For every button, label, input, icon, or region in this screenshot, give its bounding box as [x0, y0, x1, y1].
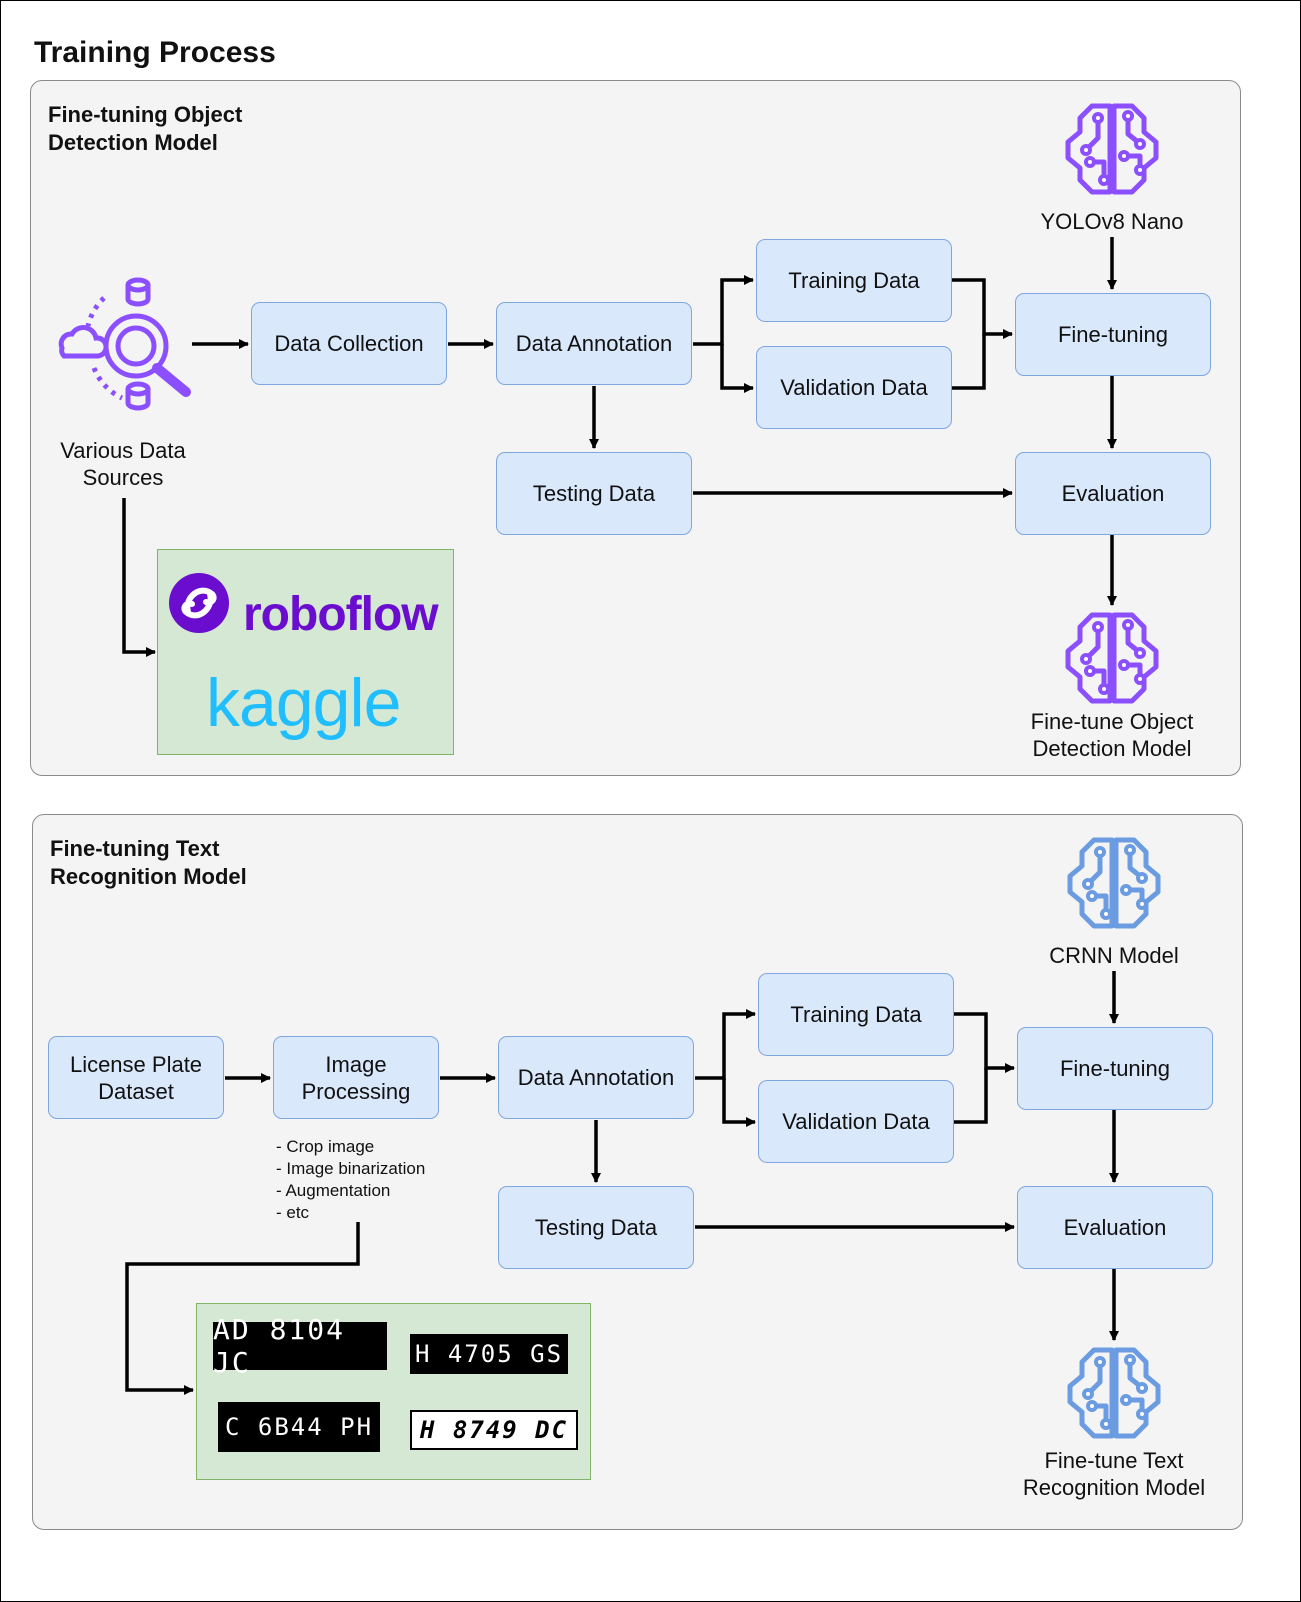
arrow-validation-to-finetuning	[952, 334, 986, 390]
validation-data-box: Validation Data	[756, 346, 952, 429]
diagram-title: Training Process	[34, 36, 276, 69]
arrow-annotation2-to-training	[695, 1009, 756, 1080]
image-processing-notes: - Crop image - Image binarization - Augm…	[276, 1136, 425, 1224]
panel-text-recognition-title: Fine-tuning Text Recognition Model	[50, 836, 247, 889]
testing-data-box: Testing Data	[496, 452, 692, 535]
note-item: - Image binarization	[276, 1159, 426, 1178]
note-item: - etc	[276, 1203, 310, 1222]
image-processing-box: Image Processing	[273, 1036, 439, 1119]
yolov8-brain-icon	[1065, 103, 1159, 195]
arrow-annotation-to-training	[693, 275, 754, 346]
various-data-sources-label: Various Data Sources	[60, 438, 186, 490]
yolov8-nano-label: YOLOv8 Nano	[1040, 209, 1184, 234]
crnn-model-label: CRNN Model	[1049, 943, 1179, 968]
evaluation-box-2: Evaluation	[1017, 1186, 1213, 1269]
note-item: - Augmentation	[276, 1181, 391, 1200]
training-data-box: Training Data	[756, 239, 952, 322]
arrow-validation2-to-finetuning	[954, 1068, 988, 1124]
crnn-brain-icon	[1067, 837, 1161, 929]
plate-sample: AD 8104 JC	[213, 1313, 387, 1379]
arrow-sources-to-logos	[122, 498, 156, 657]
output-text-model-label: Fine-tune Text Recognition Model	[1022, 1448, 1206, 1500]
data-collection-box: Data Collection	[251, 302, 447, 385]
evaluation-box: Evaluation	[1015, 452, 1211, 535]
plate-sample: H 8749 DC	[410, 1410, 578, 1450]
roboflow-logo-icon	[169, 573, 229, 633]
arrow-training-to-finetuning	[952, 278, 1013, 339]
output-object-brain-icon	[1065, 612, 1159, 704]
output-object-model-label: Fine-tune Object Detection Model	[1030, 709, 1194, 761]
data-annotation-box: Data Annotation	[496, 302, 692, 385]
license-plate-dataset-box: License Plate Dataset	[48, 1036, 224, 1119]
fine-tuning-box: Fine-tuning	[1015, 293, 1211, 376]
panel-object-detection-title: Fine-tuning Object Detection Model	[48, 102, 243, 155]
fine-tuning-box-2: Fine-tuning	[1017, 1027, 1213, 1110]
output-text-brain-icon	[1067, 1347, 1161, 1439]
data-sources-icon	[58, 277, 191, 411]
validation-data-box-2: Validation Data	[758, 1080, 954, 1163]
arrow-notes-to-samples	[125, 1222, 360, 1395]
training-data-box-2: Training Data	[758, 973, 954, 1056]
data-annotation-box-2: Data Annotation	[498, 1036, 694, 1119]
kaggle-logo-text: kaggle	[206, 665, 401, 741]
testing-data-box-2: Testing Data	[498, 1186, 694, 1269]
roboflow-logo-text: roboflow	[243, 588, 439, 641]
arrow-annotation2-to-validation	[722, 1078, 756, 1127]
arrow-training2-to-finetuning	[954, 1012, 1015, 1073]
note-item: - Crop image	[276, 1137, 375, 1156]
arrow-annotation-to-validation	[720, 344, 754, 393]
plate-sample: C 6B44 PH	[218, 1402, 380, 1452]
plate-sample: H 4705 GS	[410, 1334, 568, 1374]
